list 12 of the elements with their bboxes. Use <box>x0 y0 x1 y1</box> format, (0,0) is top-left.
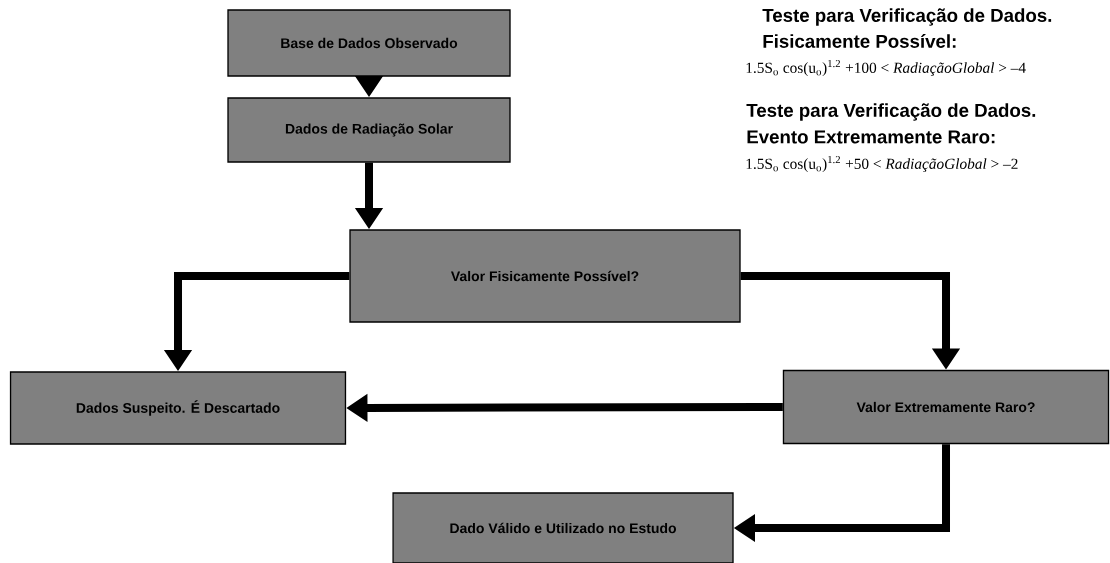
process-box: Dados Suspeito. É Descartado <box>9 371 347 445</box>
heading-text: Fisicamente Possível: <box>763 34 956 48</box>
heading-text: Teste para Verificação de Dados. <box>746 103 1036 121</box>
formula-text: 1.5S$_{o}$ cos(u$_{o}$)$^{1.2}$ +50 < RadiaçãoGlobal > –2 <box>746 155 1018 173</box>
process-box: Dados de Radiação Solar <box>227 97 511 163</box>
formula-text: 1.5S$_{o}$ cos(u$_{o}$)$^{1.2}$ +100 < RadiaçãoGlobal > –4 <box>746 59 1026 77</box>
process-box: Valor Extremamente Raro? <box>782 369 1110 445</box>
process-box: Valor Fisicamente Possível? <box>349 229 741 323</box>
heading-text: Evento Extremamente Raro: <box>747 130 995 144</box>
process-box: Dado Válido e Utilizado no Estudo <box>392 492 734 563</box>
process-box: Base de Dados Observado <box>227 9 511 77</box>
heading-text: Teste para Verificação de Dados. <box>762 8 1052 26</box>
